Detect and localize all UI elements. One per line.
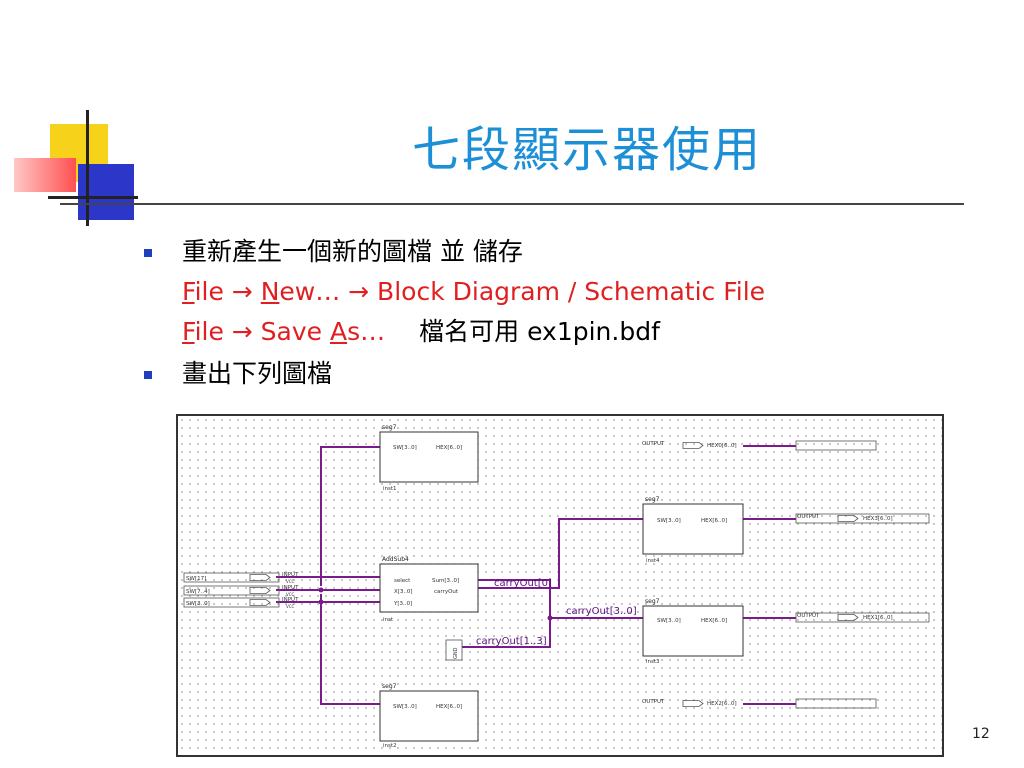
vcc-tag: VCC: [286, 592, 295, 597]
bullet-text: 重新產生一個新的圖檔 並 儲存: [182, 237, 523, 266]
inst-label: inst4: [646, 558, 660, 564]
page-number: 12: [972, 726, 990, 742]
bullet-text: 畫出下列圖檔: [182, 359, 333, 388]
bullet-list: 重新產生一個新的圖檔 並 儲存 File → New… → Block Diag…: [142, 232, 962, 396]
port-label: HEX[6..0]: [701, 618, 727, 624]
input-tag: INPUT: [282, 572, 299, 578]
wire-top: [320, 446, 380, 586]
output-pin-label: HEX2[6..0]: [707, 701, 737, 707]
input-pin-label: SW[7..4]: [186, 589, 210, 595]
menu-path-new: File → New… → Block Diagram / Schematic …: [182, 272, 962, 312]
input-pin-label: SW[17]: [186, 576, 206, 582]
port-label: carryOut: [434, 589, 459, 595]
output-pin-label: HEX3[6..0]: [863, 516, 893, 522]
seg7-block-inst3[interactable]: [642, 605, 744, 657]
menu-as-mnemonic: A: [330, 317, 348, 346]
vcc-tag: VCC: [286, 579, 295, 584]
output-tag: OUTPUT: [642, 699, 665, 705]
menu-file-mnemonic: F: [182, 277, 195, 306]
wire-bottom: [320, 594, 380, 705]
port-label: HEX[6..0]: [436, 704, 462, 710]
filename-note: 檔名可用 ex1pin.bdf: [419, 317, 660, 346]
wire-carry0: [478, 518, 643, 589]
output-pin-label: HEX1[6..0]: [863, 615, 893, 621]
input-pin-label: SW[3..0]: [186, 601, 210, 607]
menu-file-rest: ile →: [194, 277, 261, 306]
port-label: HEX[6..0]: [701, 518, 727, 524]
inst-label: inst1: [383, 486, 397, 492]
schematic-diagram: seg7 SW[3..0] HEX[6..0] inst1 AddSub4 se…: [176, 414, 944, 757]
input-tag: INPUT: [282, 597, 299, 603]
menu-new-mnemonic: N: [260, 277, 280, 306]
vcc-tag: VCC: [286, 604, 295, 609]
seg7-block-inst1[interactable]: [379, 431, 479, 483]
block-type-label: seg7: [645, 496, 660, 503]
gnd-icon[interactable]: [445, 639, 463, 661]
title-divider: [60, 203, 964, 205]
output-pin-label: HEX0[6..0]: [707, 443, 737, 449]
output-tag: OUTPUT: [797, 613, 820, 619]
seg7-block-inst4[interactable]: [642, 503, 744, 555]
wire-carry13: [462, 618, 551, 648]
inst-label: inst: [383, 617, 394, 623]
port-label: SW[3..0]: [657, 618, 681, 624]
port-label: SW[3..0]: [393, 704, 417, 710]
gnd-label: GND: [453, 647, 459, 659]
inst-label: inst3: [646, 659, 660, 665]
schematic-canvas: seg7 SW[3..0] HEX[6..0] inst1 AddSub4 se…: [183, 424, 930, 749]
port-label: select: [394, 578, 411, 584]
seg7-block-inst2[interactable]: [379, 690, 479, 742]
port-label: Y[3..0]: [393, 601, 412, 607]
port-label: Sum[3..0]: [432, 578, 459, 584]
page-title: 七段顯示器使用: [411, 122, 762, 178]
port-label: X[3..0]: [394, 589, 413, 595]
port-label: SW[3..0]: [657, 518, 681, 524]
block-type-label: seg7: [382, 424, 397, 431]
menu-file-mnemonic: F: [182, 317, 195, 346]
inst-label: inst2: [383, 743, 397, 749]
input-tag: INPUT: [282, 585, 299, 591]
output-tag: OUTPUT: [642, 441, 665, 447]
bus-label-carryout30: carryOut[3..0]: [566, 606, 637, 617]
block-type-label: AddSub4: [382, 556, 409, 563]
slide-logo: [0, 0, 150, 240]
bullet-item-2: 畫出下列圖檔: [142, 354, 962, 394]
bus-label-carryout13: carryOut[1..3]: [476, 636, 547, 647]
bullet-item-1: 重新產生一個新的圖檔 並 儲存 File → New… → Block Diag…: [142, 232, 962, 352]
menu-new-rest: ew… → Block Diagram / Schematic File: [279, 277, 766, 306]
wire-sum: [478, 579, 643, 619]
port-label: SW[3..0]: [393, 445, 417, 451]
output-tag: OUTPUT: [797, 514, 820, 520]
port-label: HEX[6..0]: [436, 445, 462, 451]
bullet-square-icon: [144, 249, 152, 257]
block-type-label: seg7: [645, 598, 660, 605]
menu-path-save: File → Save As… 檔名可用 ex1pin.bdf: [182, 312, 962, 352]
menu-save-rest: ile → Save: [194, 317, 330, 346]
bullet-square-icon: [144, 371, 152, 379]
block-type-label: seg7: [382, 683, 397, 690]
bus-label-carryout0: carryOut[0]: [494, 578, 552, 589]
menu-as-rest: s…: [347, 317, 386, 346]
addsub4-block[interactable]: [379, 563, 479, 613]
